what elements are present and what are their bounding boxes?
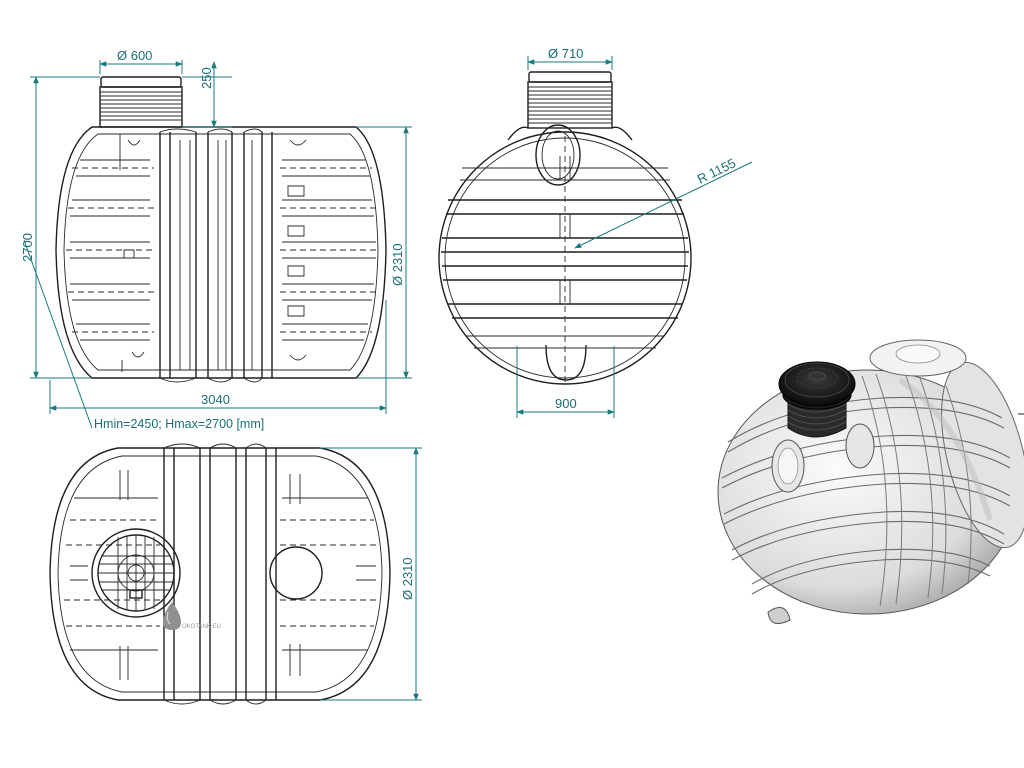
side-view-dimensions: Ø 600 250 2700 Ø 2310 3040 Hmin=2450; Hm… [20,48,412,431]
front-view-body [438,131,692,385]
dim-neck-height: 250 [199,67,214,89]
plan-view-inlet [269,546,323,600]
plan-view-manhole [91,528,181,618]
tank-3d-cover [778,361,856,407]
height-note: Hmin=2450; Hmax=2700 [mm] [94,417,264,431]
side-view [55,76,387,383]
dim-length: 3040 [201,392,230,407]
dim-total-height: 2700 [20,233,35,262]
side-view-bands-left [66,134,154,372]
plan-view-bands [64,470,378,680]
dim-bottom-width: 900 [555,396,577,411]
front-view-bands [441,136,689,384]
front-view-dimensions: Ø 710 R 1155 900 [516,46,753,418]
dim-neck-diameter: Ø 600 [117,48,152,63]
front-view-neck [527,71,613,129]
svg-text:OKOTANK.EU: OKOTANK.EU [182,624,221,630]
front-view [438,71,692,385]
side-view-bands-right [280,139,378,361]
plan-view-body [49,447,391,701]
plan-view-dimensions: Ø 2310 [320,447,422,701]
side-view-neck [99,76,183,128]
plan-view-ribs [163,443,277,705]
watermark-logo: OKOTANK.EU [163,602,221,630]
side-view-ribs [159,128,273,383]
tank-3d-render [717,339,1024,625]
dim-plan-width: Ø 2310 [400,557,415,600]
dim-radius: R 1155 [695,155,738,186]
dim-front-neck-diameter: Ø 710 [548,46,583,61]
dim-body-height: Ø 2310 [390,243,405,286]
plan-view: OKOTANK.EU [49,443,391,705]
